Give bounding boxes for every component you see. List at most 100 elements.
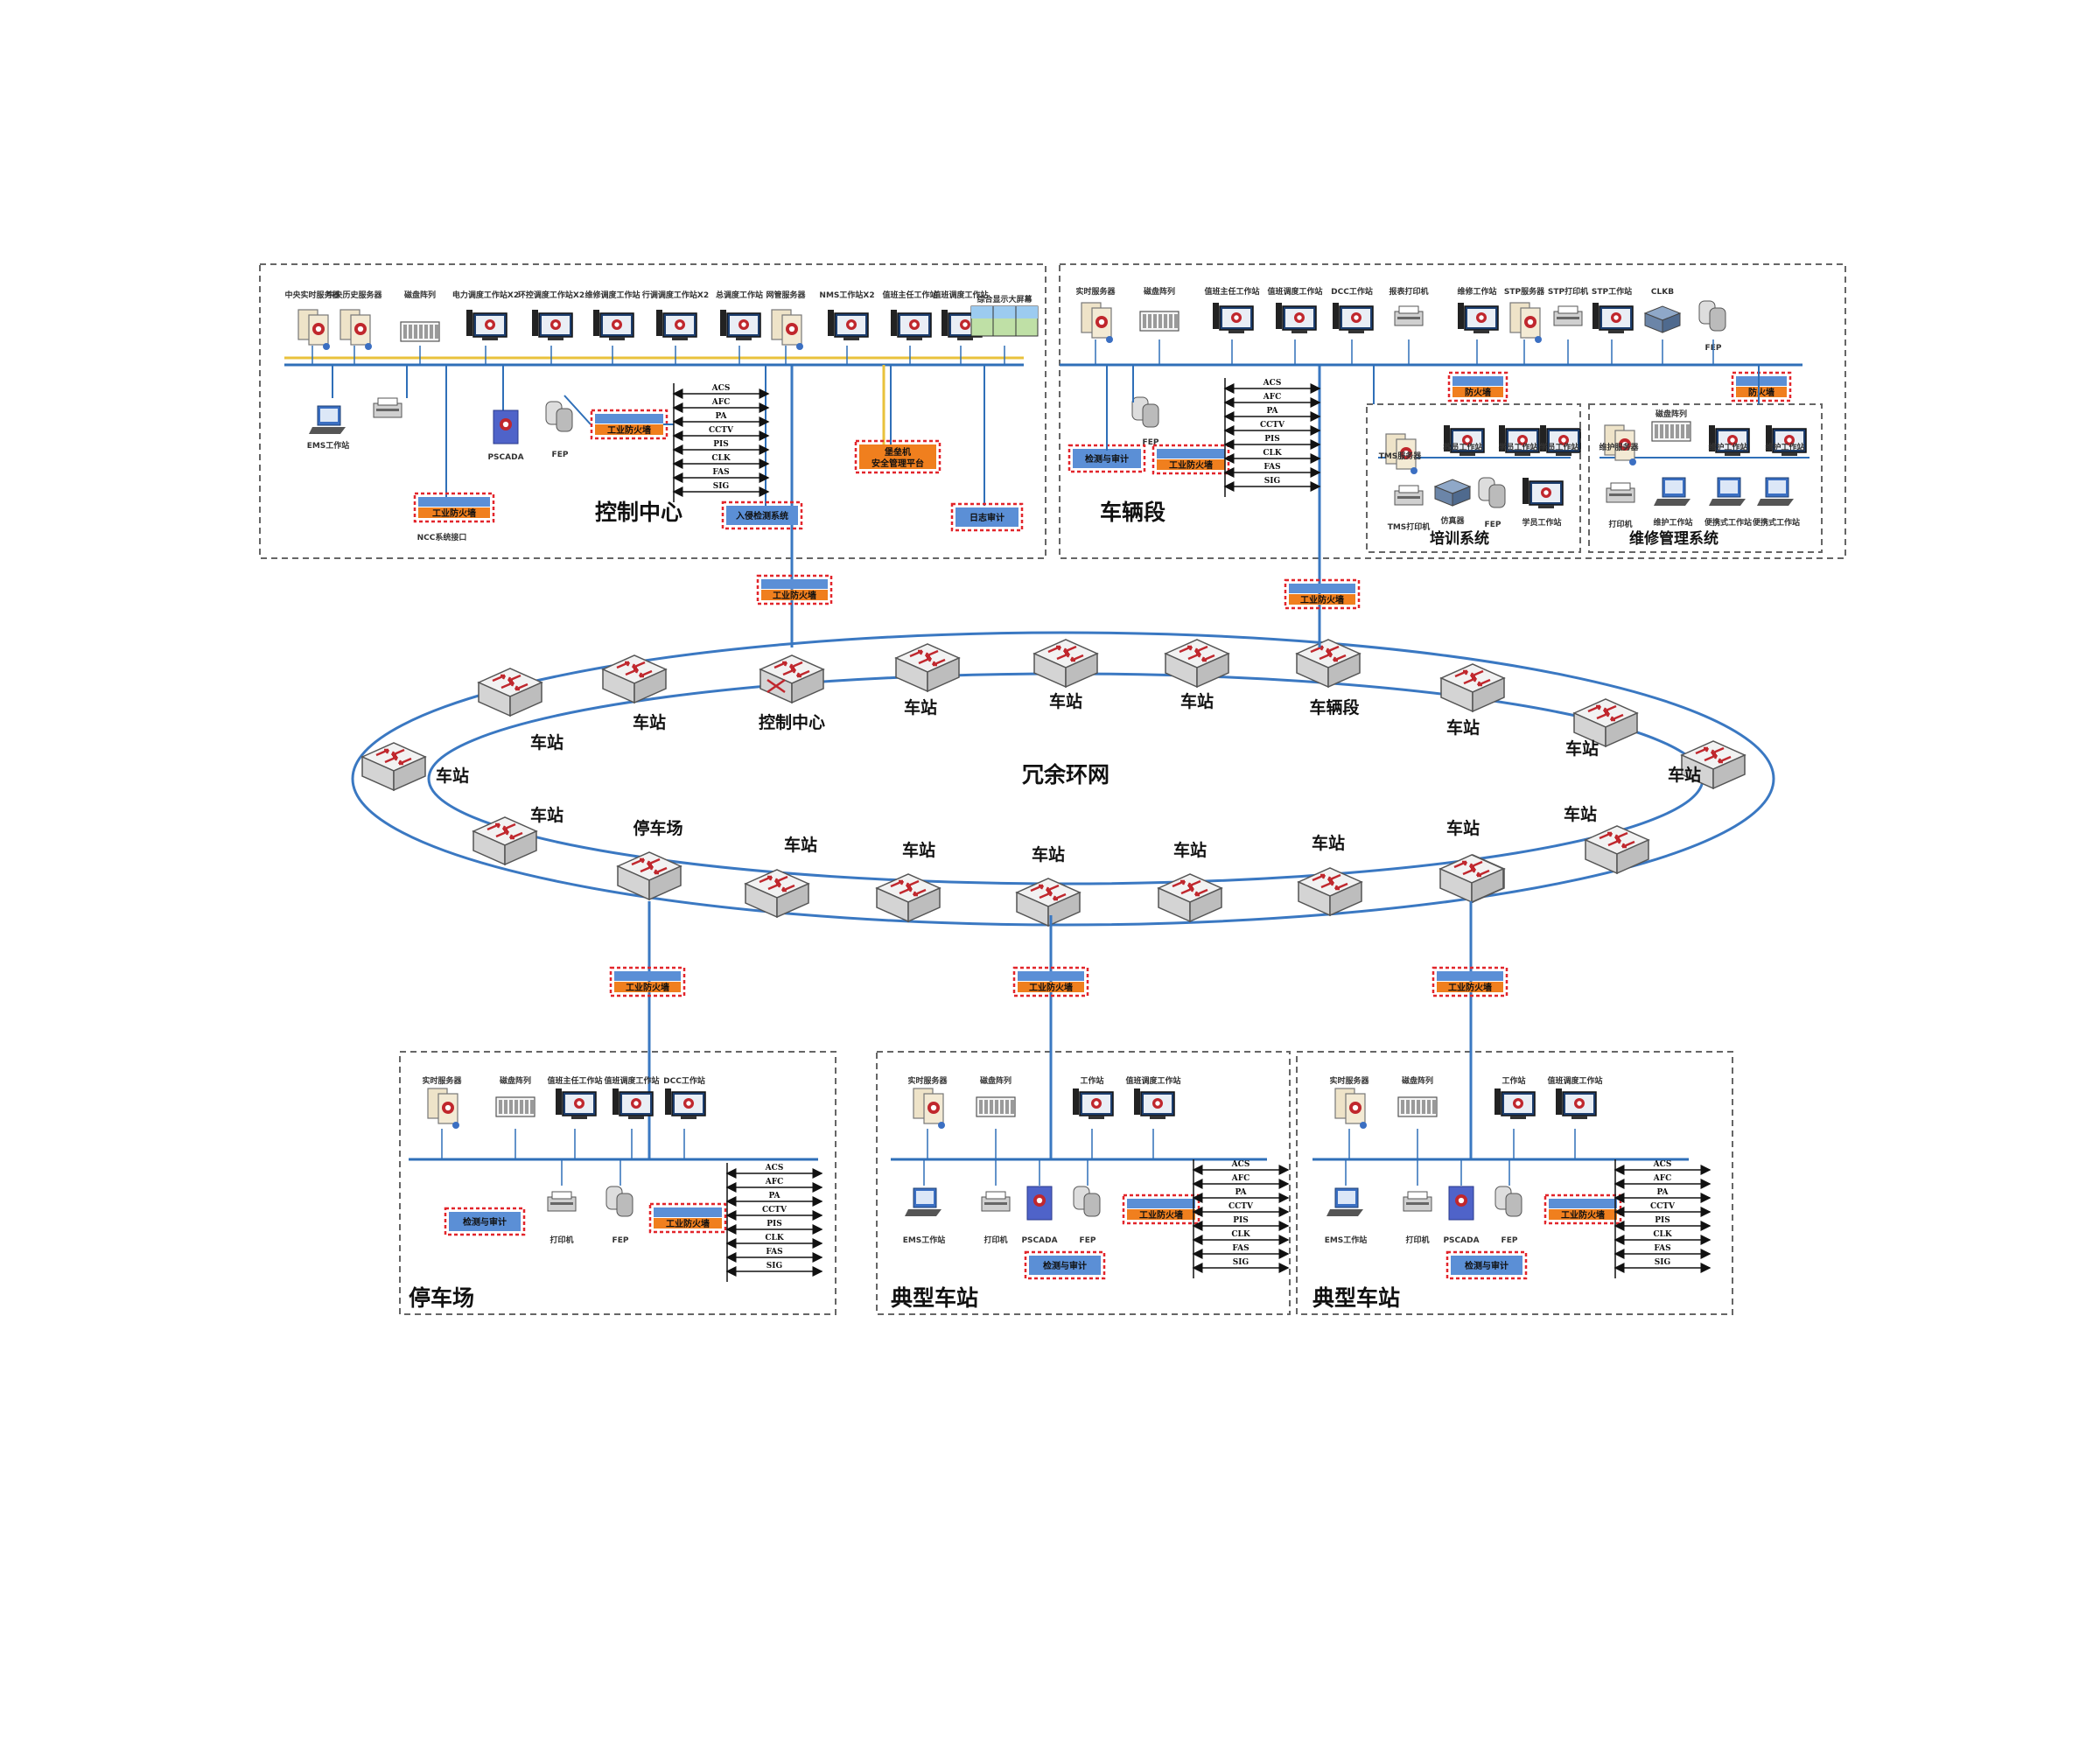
station2-device-1-server-icon[interactable] — [1334, 1088, 1367, 1129]
depot-small-firewall-1[interactable]: 防火墙 — [1447, 371, 1508, 402]
station1-audit-box[interactable]: 检测与审计 — [1024, 1250, 1106, 1280]
station1-lower-1-laptop-icon[interactable] — [905, 1187, 942, 1216]
depot-device-2-disk-array-icon[interactable] — [1139, 311, 1180, 332]
cc-ncc-firewall[interactable]: 工业防火墙 — [413, 492, 495, 523]
training-item-5-printer-icon[interactable] — [1394, 485, 1424, 506]
ring-switch-extra-icon[interactable] — [1438, 854, 1505, 904]
ring-switch-7-icon[interactable] — [1164, 639, 1230, 689]
depot-device-7-workstation-icon[interactable] — [1458, 303, 1499, 333]
parking-lower-2-fep-icon[interactable] — [606, 1186, 634, 1217]
cc-fep-firewall[interactable]: 工业防火墙 — [590, 409, 668, 440]
cc-ids-box[interactable]: 入侵检测系统 — [721, 500, 803, 530]
training-item-4-workstation-icon[interactable] — [1540, 425, 1581, 456]
station1-device-2-disk-array-icon[interactable] — [976, 1096, 1016, 1117]
training-item-7-fep-icon[interactable] — [1478, 477, 1506, 508]
depot-device-10-workstation-icon[interactable] — [1592, 303, 1634, 333]
depot-device-4-workstation-icon[interactable] — [1276, 303, 1317, 333]
maintenance-item-8-laptop-icon[interactable] — [1757, 477, 1794, 506]
cc-lower-printer-icon[interactable] — [373, 397, 402, 418]
ring-switch-6-icon[interactable] — [1032, 639, 1099, 689]
station1-device-4-workstation-icon[interactable] — [1134, 1088, 1175, 1119]
parking-firewall[interactable]: 工业防火墙 — [648, 1202, 727, 1234]
cc-device-2-server-icon[interactable] — [340, 309, 372, 350]
cc-device-13-video-wall-icon[interactable] — [970, 305, 1039, 337]
station2-device-3-workstation-icon[interactable] — [1494, 1088, 1536, 1119]
station2-audit-box[interactable]: 检测与审计 — [1446, 1250, 1528, 1280]
training-item-3-workstation-icon[interactable] — [1499, 425, 1540, 456]
station1-firewall[interactable]: 工业防火墙 — [1122, 1194, 1200, 1225]
cc-audit-box[interactable]: 日志审计 — [950, 502, 1024, 532]
station1-lower-2-printer-icon[interactable] — [981, 1191, 1011, 1212]
cc-device-7-workstation-icon[interactable] — [656, 310, 697, 340]
parking-device-2-disk-array-icon[interactable] — [495, 1096, 536, 1117]
cc-device-1-server-icon[interactable] — [298, 309, 330, 350]
cc-device-4-workstation-icon[interactable] — [466, 310, 508, 340]
parking-device-5-workstation-icon[interactable] — [665, 1088, 706, 1119]
ring-switch-10-icon[interactable] — [1572, 698, 1639, 748]
ring-switch-14-icon[interactable] — [1297, 867, 1363, 917]
training-item-1-server-icon[interactable] — [1385, 433, 1418, 474]
link-firewall-3[interactable]: 工业防火墙 — [609, 966, 686, 998]
cc-device-10-workstation-icon[interactable] — [828, 310, 869, 340]
depot-small-firewall-2[interactable]: 防火墙 — [1731, 371, 1792, 402]
station1-device-3-workstation-icon[interactable] — [1073, 1088, 1114, 1119]
depot-device-5-workstation-icon[interactable] — [1333, 303, 1374, 333]
depot-audit-box[interactable]: 检测与审计 — [1068, 444, 1146, 473]
cc-device-5-workstation-icon[interactable] — [532, 310, 573, 340]
maintenance-item-6-laptop-icon[interactable] — [1654, 477, 1690, 506]
maintenance-item-7-laptop-icon[interactable] — [1709, 477, 1746, 506]
ring-switch-16-icon[interactable] — [1015, 878, 1082, 928]
station2-lower-4-fep-icon[interactable] — [1494, 1186, 1522, 1217]
station2-lower-1-laptop-icon[interactable] — [1326, 1187, 1363, 1216]
maintenance-item-1-disk-array-icon[interactable] — [1651, 421, 1691, 442]
ring-switch-5-icon[interactable] — [894, 643, 961, 693]
maintenance-item-4-workstation-icon[interactable] — [1766, 425, 1807, 456]
ring-switch-2-icon[interactable] — [477, 668, 543, 718]
cc-device-3-disk-array-icon[interactable] — [400, 321, 440, 342]
depot-fep-icon[interactable] — [1131, 396, 1159, 428]
cc-device-11-workstation-icon[interactable] — [891, 310, 932, 340]
parking-lower-1-printer-icon[interactable] — [547, 1191, 577, 1212]
station2-lower-2-printer-icon[interactable] — [1403, 1191, 1432, 1212]
ring-switch-3-icon[interactable] — [601, 654, 668, 704]
ring-switch-9-icon[interactable] — [1439, 663, 1506, 713]
parking-device-4-workstation-icon[interactable] — [612, 1088, 654, 1119]
link-firewall-1[interactable]: 工业防火墙 — [756, 574, 833, 606]
link-firewall-4[interactable]: 工业防火墙 — [1012, 966, 1089, 998]
ring-switch-15-icon[interactable] — [1157, 873, 1223, 923]
parking-device-3-workstation-icon[interactable] — [556, 1088, 597, 1119]
maintenance-item-5-printer-icon[interactable] — [1606, 482, 1635, 503]
cc-lower-fep-icon[interactable] — [545, 401, 573, 432]
ring-switch-19-icon[interactable] — [472, 816, 538, 866]
station1-lower-4-fep-icon[interactable] — [1073, 1186, 1101, 1217]
training-item-6-clock-icon[interactable] — [1433, 479, 1472, 507]
parking-device-1-server-icon[interactable] — [427, 1088, 459, 1129]
ring-switch-4-icon[interactable] — [759, 654, 825, 704]
ring-switch-11-icon[interactable] — [1680, 740, 1746, 790]
depot-device-9-printer-icon[interactable] — [1553, 305, 1583, 326]
station2-device-4-workstation-icon[interactable] — [1556, 1088, 1597, 1119]
ring-switch-18-icon[interactable] — [744, 869, 810, 919]
depot-firewall[interactable]: 工业防火墙 — [1152, 444, 1230, 475]
cc-device-9-server-icon[interactable] — [771, 309, 803, 350]
cc-device-8-workstation-icon[interactable] — [720, 310, 761, 340]
maintenance-item-2-server-icon[interactable] — [1604, 424, 1636, 466]
ring-switch-12-icon[interactable] — [1584, 825, 1650, 875]
depot-device-12-fep-icon[interactable] — [1698, 300, 1726, 332]
training-item-8-workstation-icon[interactable] — [1522, 478, 1564, 508]
station1-lower-3-pscada-icon[interactable] — [1026, 1186, 1053, 1221]
depot-device-1-server-icon[interactable] — [1081, 302, 1113, 343]
ring-switch-1-icon[interactable] — [360, 742, 427, 792]
link-firewall-2[interactable]: 工业防火墙 — [1284, 578, 1361, 610]
ring-switch-8-icon[interactable] — [1295, 639, 1362, 689]
station2-device-2-disk-array-icon[interactable] — [1397, 1096, 1438, 1117]
maintenance-item-3-workstation-icon[interactable] — [1709, 425, 1750, 456]
parking-audit-box[interactable]: 检测与审计 — [444, 1207, 526, 1236]
station2-lower-3-pscada-icon[interactable] — [1448, 1186, 1474, 1221]
depot-device-6-printer-icon[interactable] — [1394, 305, 1424, 326]
depot-device-8-server-icon[interactable] — [1509, 302, 1542, 343]
station1-device-1-server-icon[interactable] — [913, 1088, 945, 1129]
cc-lower-pscada-icon[interactable] — [493, 410, 519, 444]
training-item-2-workstation-icon[interactable] — [1444, 425, 1485, 456]
